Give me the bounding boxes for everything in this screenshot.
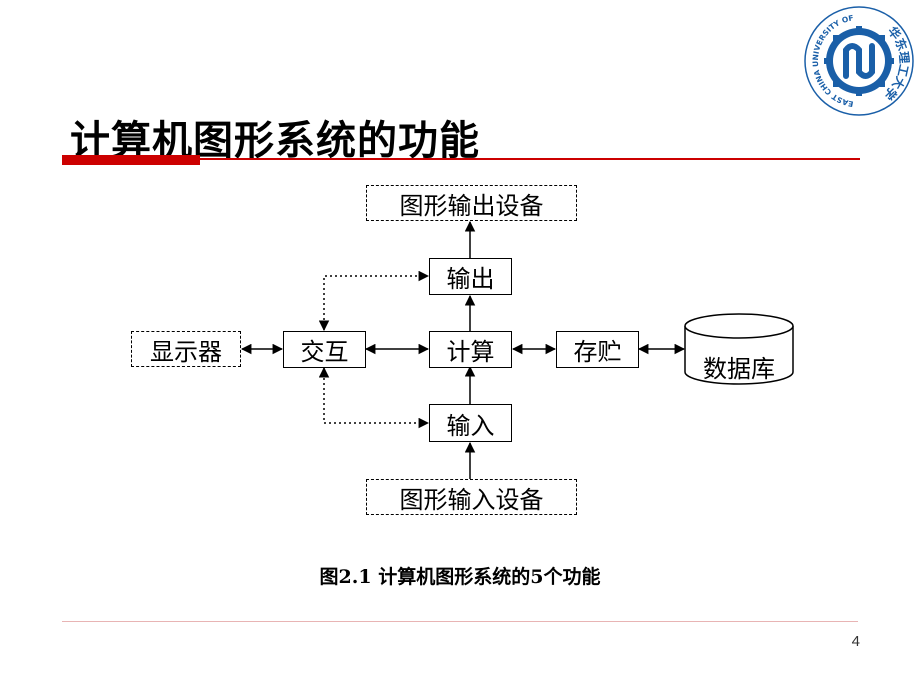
node-output: 输出 xyxy=(429,258,512,295)
figure-caption: 图2.1 计算机图形系统的5个功能 xyxy=(319,566,601,588)
node-interact: 交互 xyxy=(283,331,366,368)
page-number: 4 xyxy=(851,633,860,650)
node-storage: 存贮 xyxy=(556,331,639,368)
link-interact-input xyxy=(318,366,430,429)
node-input-device: 图形输入设备 xyxy=(366,479,577,515)
node-input: 输入 xyxy=(429,404,512,442)
database-cylinder xyxy=(684,313,794,385)
title-accent-bar xyxy=(62,155,200,165)
link-interact-output xyxy=(318,270,430,332)
node-output-device: 图形输出设备 xyxy=(366,185,577,221)
node-display: 显示器 xyxy=(131,331,241,367)
node-compute: 计算 xyxy=(429,331,512,368)
university-logo: EAST CHINA UNIVERSITY OF SCIENCE AND TEC… xyxy=(802,4,914,116)
footer-divider xyxy=(62,621,858,622)
node-database: 数据库 xyxy=(703,354,775,383)
title-underline xyxy=(200,158,860,160)
